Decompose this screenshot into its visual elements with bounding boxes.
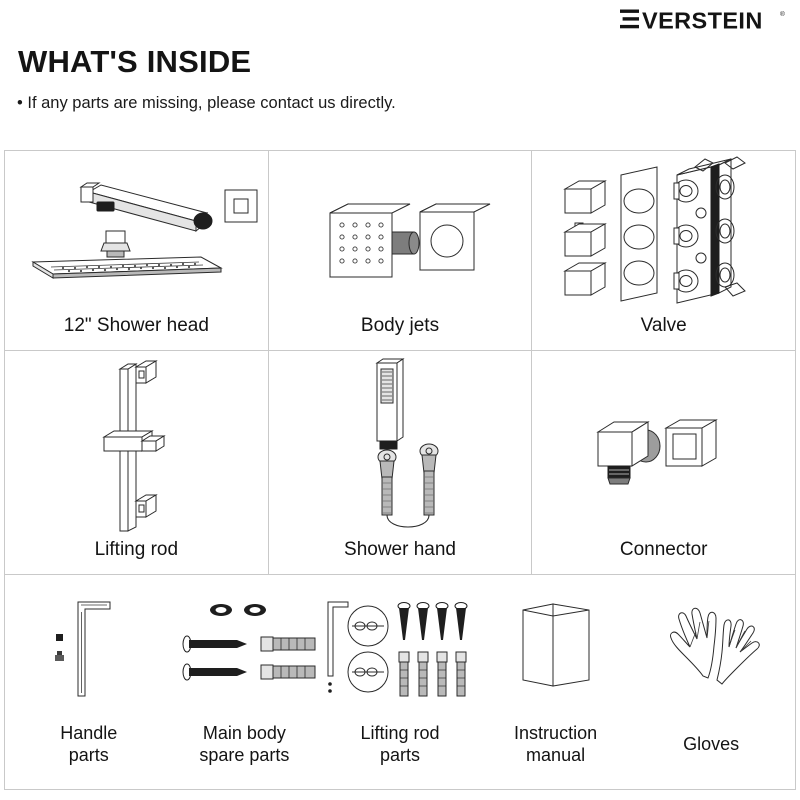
shower-head-icon xyxy=(5,151,268,315)
part-label: Body jets xyxy=(360,314,440,336)
part-cell-instruction-manual[interactable]: Instruction manual xyxy=(478,575,634,788)
lifting-rod-icon xyxy=(5,351,268,539)
part-cell-main-body-spare-parts[interactable]: Main body spare parts xyxy=(167,575,323,788)
part-cell-body-jets[interactable]: Body jets xyxy=(269,151,533,350)
part-label: 12" Shower head xyxy=(63,314,209,336)
part-cell-shower-hand[interactable]: Shower hand xyxy=(269,351,533,574)
page-title: WHAT'S INSIDE xyxy=(18,44,252,79)
parts-grid: 12" Shower head xyxy=(4,150,796,790)
part-cell-handle-parts[interactable]: Handle parts xyxy=(11,575,167,788)
part-label: Instruction manual xyxy=(514,723,598,765)
part-cell-connector[interactable]: Connector xyxy=(532,351,795,574)
grid-row: Lifting rod xyxy=(5,351,795,575)
body-jets-icon xyxy=(269,151,532,315)
lifting-rod-parts-icon xyxy=(322,589,477,709)
part-cell-shower-head[interactable]: 12" Shower head xyxy=(5,151,269,350)
part-label: Main body spare parts xyxy=(199,723,290,765)
connector-icon xyxy=(532,351,795,539)
small-parts-cell: Handle parts xyxy=(5,575,795,788)
everstein-logo-icon: VERSTEIN ® xyxy=(620,7,785,33)
part-label: Lifting rod parts xyxy=(360,723,440,765)
part-label: Gloves xyxy=(683,734,740,754)
part-label: Valve xyxy=(640,314,687,336)
part-label: Connector xyxy=(619,538,708,560)
part-label: Handle parts xyxy=(60,723,118,765)
instruction-manual-icon xyxy=(501,589,611,709)
valve-icon xyxy=(532,151,795,315)
svg-text:VERSTEIN: VERSTEIN xyxy=(642,7,763,33)
part-cell-valve[interactable]: Valve xyxy=(532,151,795,350)
handle-parts-icon xyxy=(34,589,144,709)
main-body-spare-parts-icon xyxy=(169,589,319,709)
svg-text:®: ® xyxy=(780,10,785,18)
gloves-icon xyxy=(651,589,771,709)
shower-hand-icon xyxy=(269,351,532,539)
part-label: Shower hand xyxy=(344,538,456,560)
part-cell-lifting-rod[interactable]: Lifting rod xyxy=(5,351,269,574)
page-subtitle: • If any parts are missing, please conta… xyxy=(17,94,396,112)
grid-row: 12" Shower head xyxy=(5,151,795,351)
part-cell-gloves[interactable]: Gloves xyxy=(633,575,789,788)
part-label: Lifting rod xyxy=(94,538,179,560)
grid-row: Handle parts xyxy=(5,575,795,788)
brand-logo: VERSTEIN ® xyxy=(620,7,788,33)
part-cell-lifting-rod-parts[interactable]: Lifting rod parts xyxy=(322,575,478,788)
